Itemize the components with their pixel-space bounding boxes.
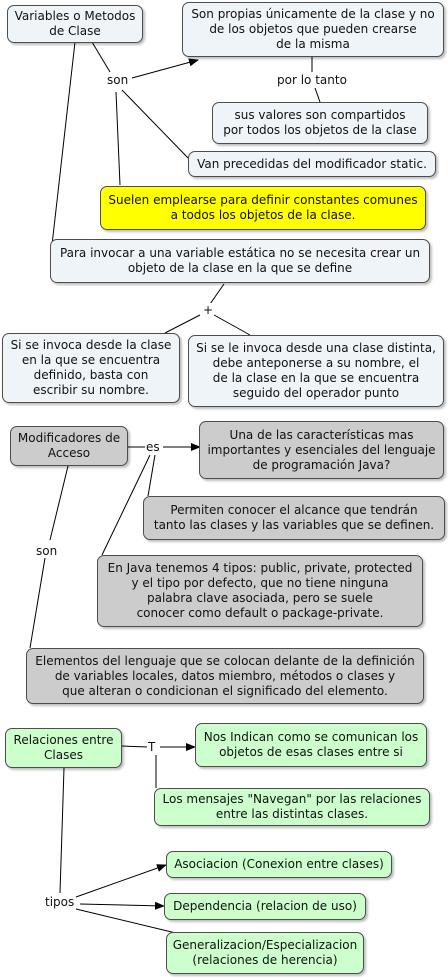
node-relaciones-clases[interactable]: Relaciones entre Clases (5, 728, 122, 768)
line-root3-t (121, 745, 149, 748)
link-label-tipos: tipos (44, 895, 76, 909)
line-root-son (91, 41, 111, 73)
line-es-fourtypes (101, 454, 151, 556)
line-invoke-plus (209, 283, 225, 305)
node-variables-metodos-clase[interactable]: Variables o Metodos de Clase (7, 5, 143, 43)
node-invoke-static[interactable]: Para invocar a una variable estática no … (50, 239, 430, 283)
node-invoke-same-class[interactable]: Si se invoca desde la clase en la que se… (2, 333, 180, 403)
link-label-plus: + (202, 303, 215, 317)
link-label-son: son (106, 73, 130, 87)
node-characteristic[interactable]: Una de las características mas important… (199, 421, 444, 479)
link-label-t: T (147, 740, 157, 754)
line-portanto-shared (314, 87, 321, 103)
node-messages[interactable]: Los mensajes "Navegan" por las relacione… (154, 788, 430, 826)
node-communicate[interactable]: Nos Indican como se comunican los objeto… (195, 723, 427, 767)
node-generalization[interactable]: Generalizacion/Especializacion (relacion… (166, 932, 364, 974)
node-association[interactable]: Asociacion (Conexion entre clases) (166, 851, 392, 878)
line-son-unique (131, 58, 199, 79)
node-elements[interactable]: Elementos del lenguaje que se colocan de… (26, 648, 424, 704)
line-son-elements (29, 557, 46, 649)
node-invoke-other-class[interactable]: Si se le invoca desde una clase distinta… (188, 335, 444, 407)
line-tipos-generalization (75, 908, 181, 935)
node-def-unique[interactable]: Son propias únicamente de la clase y no … (182, 2, 444, 57)
line-son-static (121, 89, 191, 161)
link-label-por-lo-tanto: por lo tanto (276, 73, 348, 87)
node-scope[interactable]: Permiten conocer el alcance que tendrán … (143, 496, 445, 540)
line-es-scope (147, 454, 156, 497)
line-tipos-dependency (79, 901, 165, 910)
line-tipos-association (75, 864, 167, 898)
node-dependency[interactable]: Dependencia (relacion de uso) (164, 893, 366, 920)
line-plus-other (213, 314, 251, 336)
node-modificadores-acceso[interactable]: Modificadores de Acceso (10, 426, 128, 466)
line-root-invoke (51, 41, 76, 246)
node-shared-values[interactable]: sus valores son compartidos por todos lo… (212, 102, 428, 144)
line-root2-son (49, 465, 69, 541)
node-four-types[interactable]: En Java tenemos 4 tipos: public, private… (97, 555, 423, 627)
node-static-modifier[interactable]: Van precedidas del modificador static. (188, 151, 436, 177)
link-label-es: es (145, 440, 161, 454)
line-plus-same (164, 314, 201, 334)
link-label-son-2: son (35, 544, 59, 558)
line-son-constants (115, 91, 121, 186)
line-root3-tipos (59, 767, 65, 894)
node-constants[interactable]: Suelen emplearse para definir constantes… (100, 186, 426, 230)
